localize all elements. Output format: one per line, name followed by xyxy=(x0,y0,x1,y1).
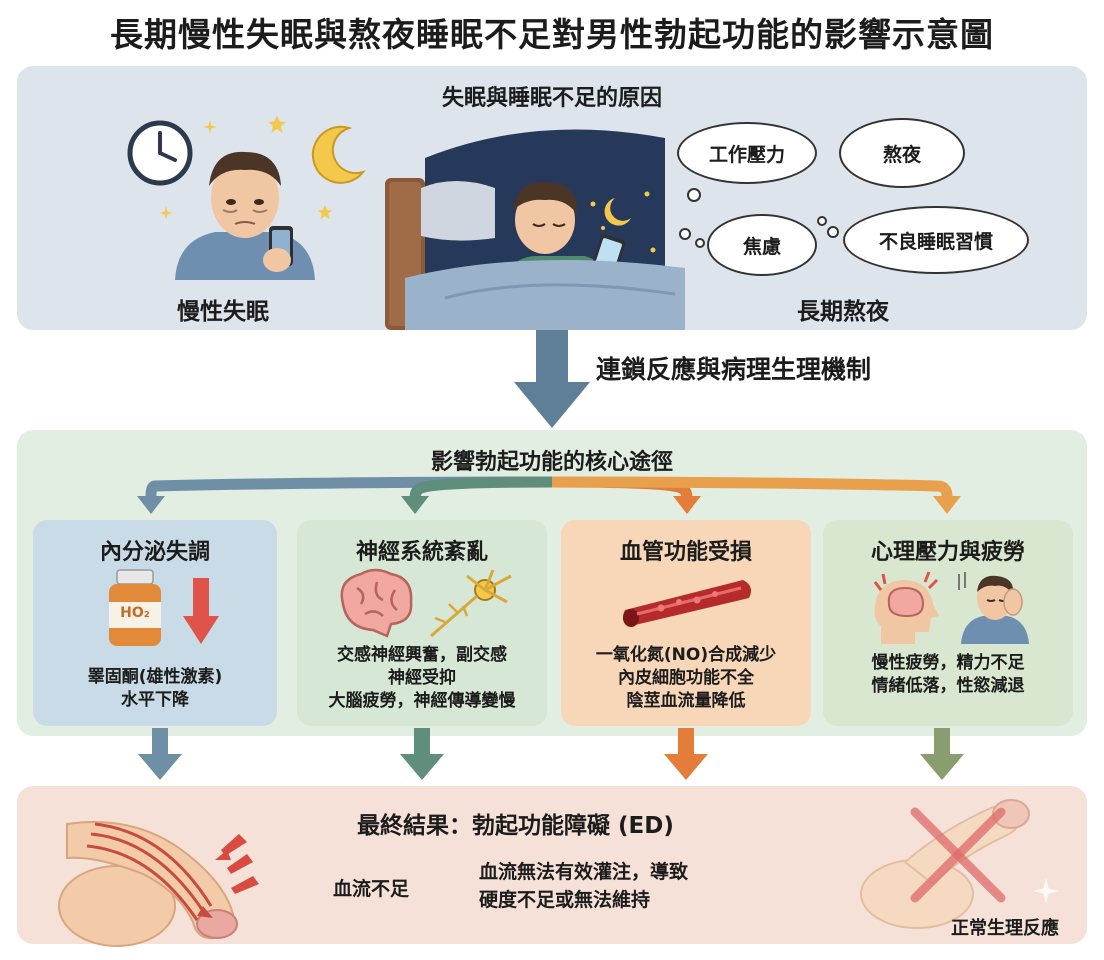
bed-scene-illustration xyxy=(385,118,685,330)
thought-bubble-bad-habits: 不良睡眠習慣 xyxy=(843,206,1029,274)
result-description: 血流無法有效灌注，導致 硬度不足或無法維持 xyxy=(479,858,688,914)
pathway-box-vascular: 血管功能受損 一氧化氮(NO)合成減少 內皮細胞功能不全 陰莖血流量降低 xyxy=(561,520,811,726)
page-title: 長期慢性失眠與熬夜睡眠不足對男性勃起功能的影響示意圖 xyxy=(0,8,1104,56)
core-pathways-panel: 影響勃起功能的核心途徑 內分泌失調 HO₂ 睪固酮(雄性激素) 水平下降 神經系… xyxy=(17,430,1087,736)
branch-arrows xyxy=(17,430,1087,520)
pathway-box-endocrine: 內分泌失調 HO₂ 睪固酮(雄性激素) 水平下降 xyxy=(33,520,277,726)
normal-response-label: 正常生理反應 xyxy=(951,914,1059,940)
down-arrow-endocrine xyxy=(138,728,182,780)
causes-title: 失眠與睡眠不足的原因 xyxy=(17,80,1087,112)
thought-bubble-work-stress: 工作壓力 xyxy=(677,122,817,184)
causes-panel: 失眠與睡眠不足的原因 慢性失眠 xyxy=(17,66,1087,330)
mechanism-label: 連鎖反應與病理生理機制 xyxy=(596,350,871,386)
down-arrow-main xyxy=(514,330,590,428)
thought-dot xyxy=(687,188,701,202)
brain-icon xyxy=(333,566,417,640)
pathway-title: 血管功能受損 xyxy=(561,534,811,566)
star-icon xyxy=(267,114,287,134)
thought-dot xyxy=(827,226,839,238)
stressed-head-icon xyxy=(867,570,947,644)
pathway-box-psychological: 心理壓力與疲勞 慢性疲勞，精力不足 情緒低落，性慾減退 xyxy=(823,520,1073,726)
tired-man-illustration xyxy=(165,140,325,280)
long-term-stay-up-caption: 長期熬夜 xyxy=(797,292,889,326)
pathway-text: 交感神經興奮，副交感 神經受抑 大腦疲勞，神經傳導變慢 xyxy=(297,644,547,713)
tired-person-icon xyxy=(957,568,1033,644)
pathway-box-nervous: 神經系統紊亂 交感神經興奮，副交感 神經受抑 大腦疲勞，神經傳導變慢 xyxy=(297,520,547,726)
pathway-text: 慢性疲勞，精力不足 情緒低落，性慾減退 xyxy=(823,652,1073,698)
sparkle-icon xyxy=(1033,878,1059,904)
result-panel: 最終結果：勃起功能障礙 (ED) 血流不足 血流無法有效灌注，導致 硬度不足或無… xyxy=(17,786,1087,944)
pathway-text: 一氧化氮(NO)合成減少 內皮細胞功能不全 陰莖血流量降低 xyxy=(561,644,811,713)
down-arrow-nervous xyxy=(400,728,444,780)
hormone-label: HO₂ xyxy=(109,605,161,621)
neuron-icon xyxy=(427,568,515,640)
blood-vessel-icon xyxy=(617,574,757,630)
normal-response-crossed-illustration xyxy=(835,792,1055,922)
pathway-text: 睪固酮(雄性激素) 水平下降 xyxy=(33,666,277,712)
down-arrow-vascular xyxy=(664,728,708,780)
thought-dot xyxy=(695,238,705,248)
pathway-title: 神經系統紊亂 xyxy=(297,534,547,566)
insufficient-blood-flow-illustration xyxy=(47,794,307,940)
down-arrow-psychological xyxy=(920,728,964,780)
pathway-title: 心理壓力與疲勞 xyxy=(823,534,1073,566)
pathway-title: 內分泌失調 xyxy=(33,534,277,566)
thought-bubble-anxiety: 焦慮 xyxy=(707,214,817,276)
thought-bubble-stay-up: 熬夜 xyxy=(839,118,965,188)
insufficient-blood-flow-label: 血流不足 xyxy=(333,874,409,901)
down-arrow-icon xyxy=(183,578,219,644)
sparkle-icon xyxy=(203,120,217,134)
chronic-insomnia-caption: 慢性失眠 xyxy=(177,292,269,326)
thought-dot xyxy=(679,228,691,240)
result-title: 最終結果：勃起功能障礙 (ED) xyxy=(357,806,674,840)
thought-dot xyxy=(817,216,827,226)
